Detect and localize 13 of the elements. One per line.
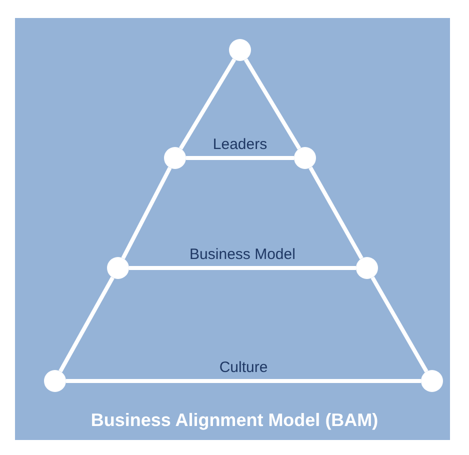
connector-line bbox=[66, 379, 421, 383]
edge-label: Business Model bbox=[190, 246, 296, 263]
connector-line bbox=[308, 166, 364, 260]
connector-line bbox=[121, 166, 172, 260]
connector-line bbox=[244, 58, 302, 150]
edge-label: Leaders bbox=[212, 136, 268, 153]
connector-line bbox=[178, 58, 236, 150]
connector-line bbox=[186, 156, 294, 160]
diagram-title: Business Alignment Model (BAM) bbox=[90, 410, 380, 431]
connector-line bbox=[129, 266, 356, 270]
edge-label: Culture bbox=[219, 359, 268, 376]
connector-line bbox=[58, 276, 114, 372]
connector-line bbox=[370, 276, 428, 372]
